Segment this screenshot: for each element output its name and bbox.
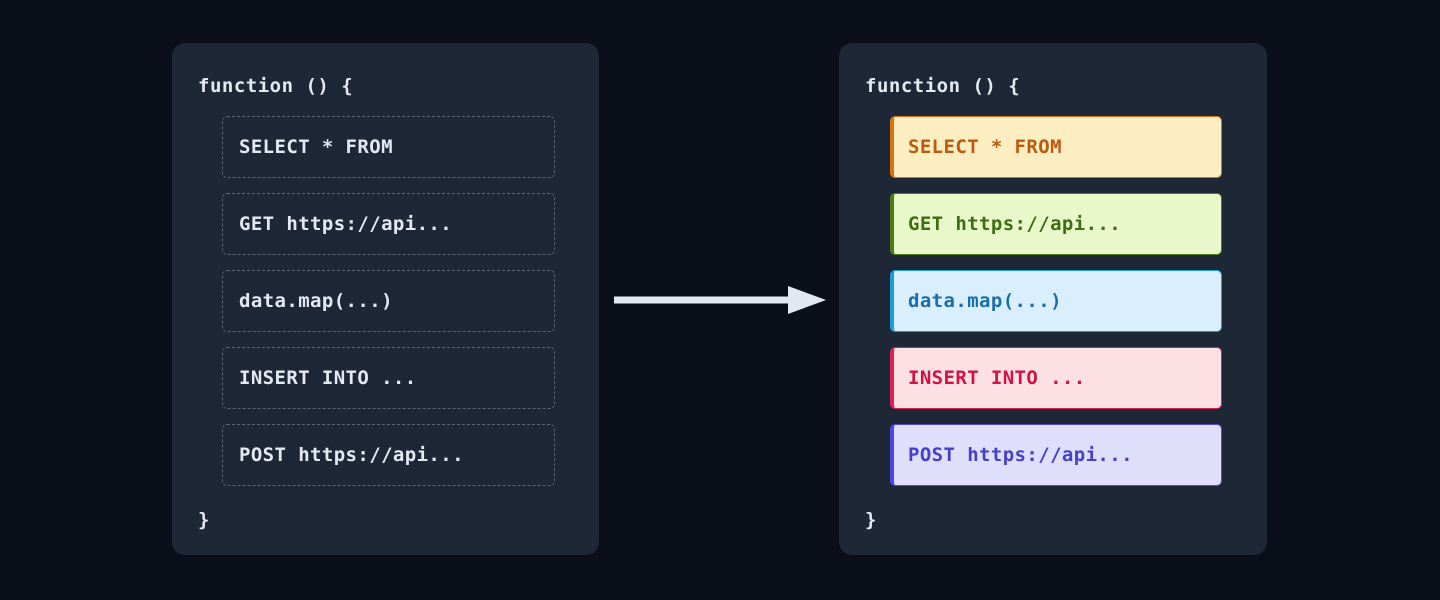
classified-code-panel: function () { SELECT * FROM GET https://… [839,43,1267,555]
function-open-line-after: function () { [865,75,1021,97]
statement-row-unclassified[interactable]: data.map(...) [222,270,555,332]
statement-row-http-get[interactable]: GET https://api... [890,193,1222,255]
statement-text: data.map(...) [908,290,1062,312]
statement-list-after: SELECT * FROM GET https://api... data.ma… [890,116,1222,486]
function-close-line-before: } [198,509,210,531]
statement-row-http-post[interactable]: POST https://api... [890,424,1222,486]
statement-list-before: SELECT * FROM GET https://api... data.ma… [222,116,555,486]
statement-row-sql-insert[interactable]: INSERT INTO ... [890,347,1222,409]
statement-text: SELECT * FROM [908,136,1062,158]
statement-row-unclassified[interactable]: SELECT * FROM [222,116,555,178]
statement-text: POST https://api... [908,444,1133,466]
statement-row-sql-select[interactable]: SELECT * FROM [890,116,1222,178]
statement-text: SELECT * FROM [239,136,393,158]
arrow-head [788,286,826,314]
statement-text: GET https://api... [239,213,453,235]
statement-row-unclassified[interactable]: INSERT INTO ... [222,347,555,409]
transform-arrow [614,286,826,314]
statement-text: INSERT INTO ... [908,367,1086,389]
statement-row-unclassified[interactable]: POST https://api... [222,424,555,486]
function-open-line-before: function () { [198,75,354,97]
statement-text: data.map(...) [239,290,393,312]
statement-row-js-transform[interactable]: data.map(...) [890,270,1222,332]
statement-text: INSERT INTO ... [239,367,417,389]
unclassified-code-panel: function () { SELECT * FROM GET https://… [172,43,599,555]
statement-text: POST https://api... [239,444,464,466]
statement-text: GET https://api... [908,213,1122,235]
statement-row-unclassified[interactable]: GET https://api... [222,193,555,255]
function-close-line-after: } [865,509,877,531]
